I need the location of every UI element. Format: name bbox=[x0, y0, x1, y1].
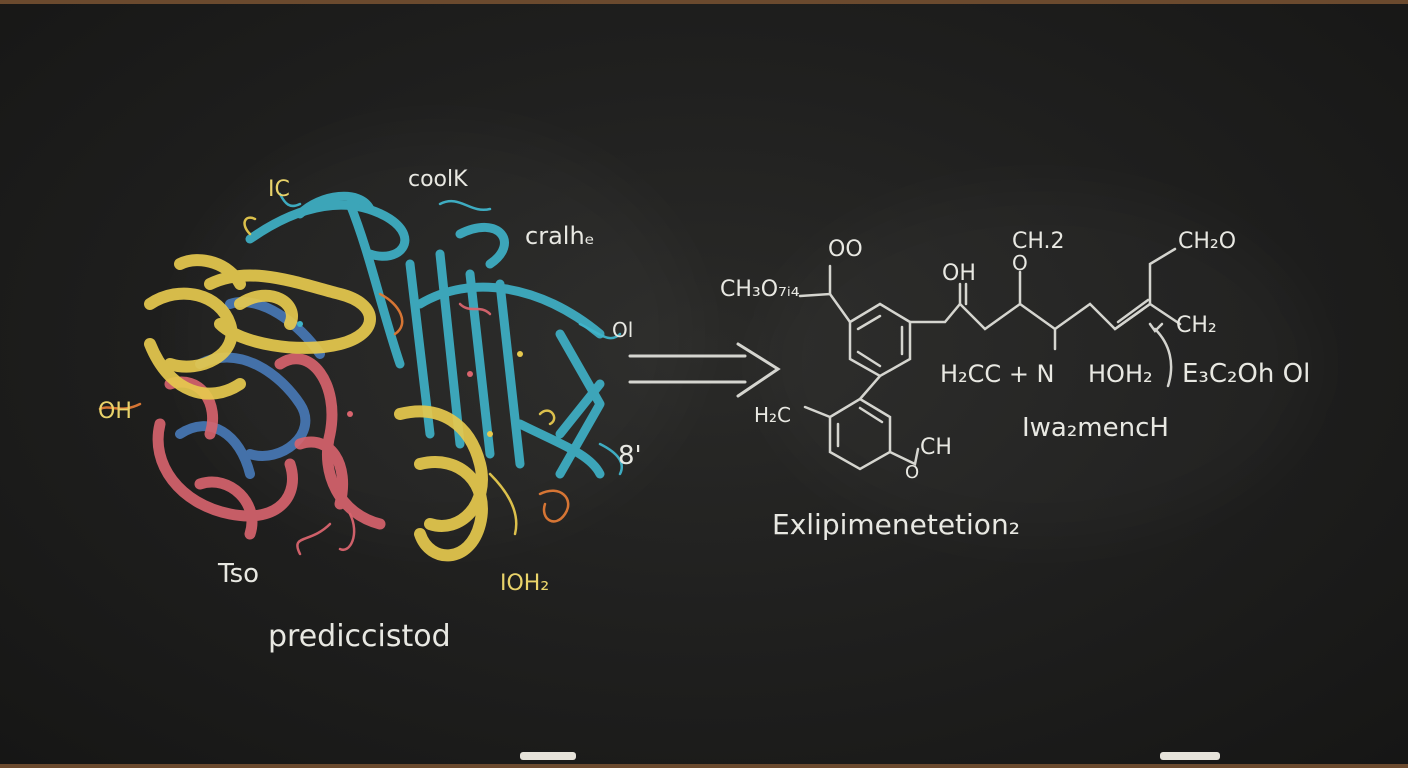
reaction-arrow bbox=[628, 342, 781, 398]
protein-label-cralhe: cralhₑ bbox=[525, 222, 595, 250]
chem-label-ch3o: CH₃O₇ᵢ₄ bbox=[720, 277, 800, 302]
protein-label-8: 8' bbox=[618, 441, 642, 471]
chalk-piece-left bbox=[520, 752, 576, 760]
chem-label-hoh2: HOH₂ bbox=[1088, 360, 1153, 388]
chem-label-h2cc: H₂CC + N bbox=[940, 360, 1055, 388]
chem-label-oh: OH bbox=[942, 261, 976, 286]
protein-structure-illustration bbox=[98, 191, 624, 562]
protein-label-ol: Ol bbox=[612, 318, 633, 342]
chem-label-o-bottom: O bbox=[905, 462, 919, 483]
chem-label-ch2o: CH₂O bbox=[1178, 229, 1236, 254]
protein-labels: IC coolK cralhₑ OH Ol 8' Tso IOH₂ bbox=[98, 167, 642, 596]
protein-label-coolk: coolK bbox=[408, 167, 468, 192]
chem-label-oo: OO bbox=[828, 237, 863, 262]
chem-label-h2c: H₂C bbox=[754, 403, 791, 427]
chem-label-ch2-right: CH₂ bbox=[1176, 313, 1217, 338]
caption-left: prediccistod bbox=[268, 619, 451, 654]
molecule-structure bbox=[798, 247, 1182, 471]
protein-label-ioh2: IOH₂ bbox=[500, 571, 549, 596]
chem-label-ch-bottom: CH bbox=[920, 435, 952, 460]
chem-label-ch2-top: CH.2 bbox=[1012, 229, 1065, 254]
chem-label-e3c2oh: E₃C₂Oh Ol bbox=[1182, 359, 1310, 389]
protein-label-ic: IC bbox=[268, 177, 290, 202]
chalk-piece-right bbox=[1160, 752, 1220, 760]
protein-label-oh: OH bbox=[98, 399, 132, 424]
caption-right: Exlipimenetetion₂ bbox=[772, 508, 1020, 541]
chem-label-o-top: O bbox=[1012, 251, 1028, 275]
chalk-drawing: IC coolK cralhₑ OH Ol 8' Tso IOH₂ predic… bbox=[98, 167, 1310, 654]
chem-label-iwaz: Iwa₂mencH bbox=[1022, 413, 1169, 443]
chemistry-labels: CH₃O₇ᵢ₄ OO OH CH.2 O CH₂O CH₂ H₂CC + N H… bbox=[720, 229, 1310, 483]
protein-label-tso: Tso bbox=[217, 559, 259, 589]
